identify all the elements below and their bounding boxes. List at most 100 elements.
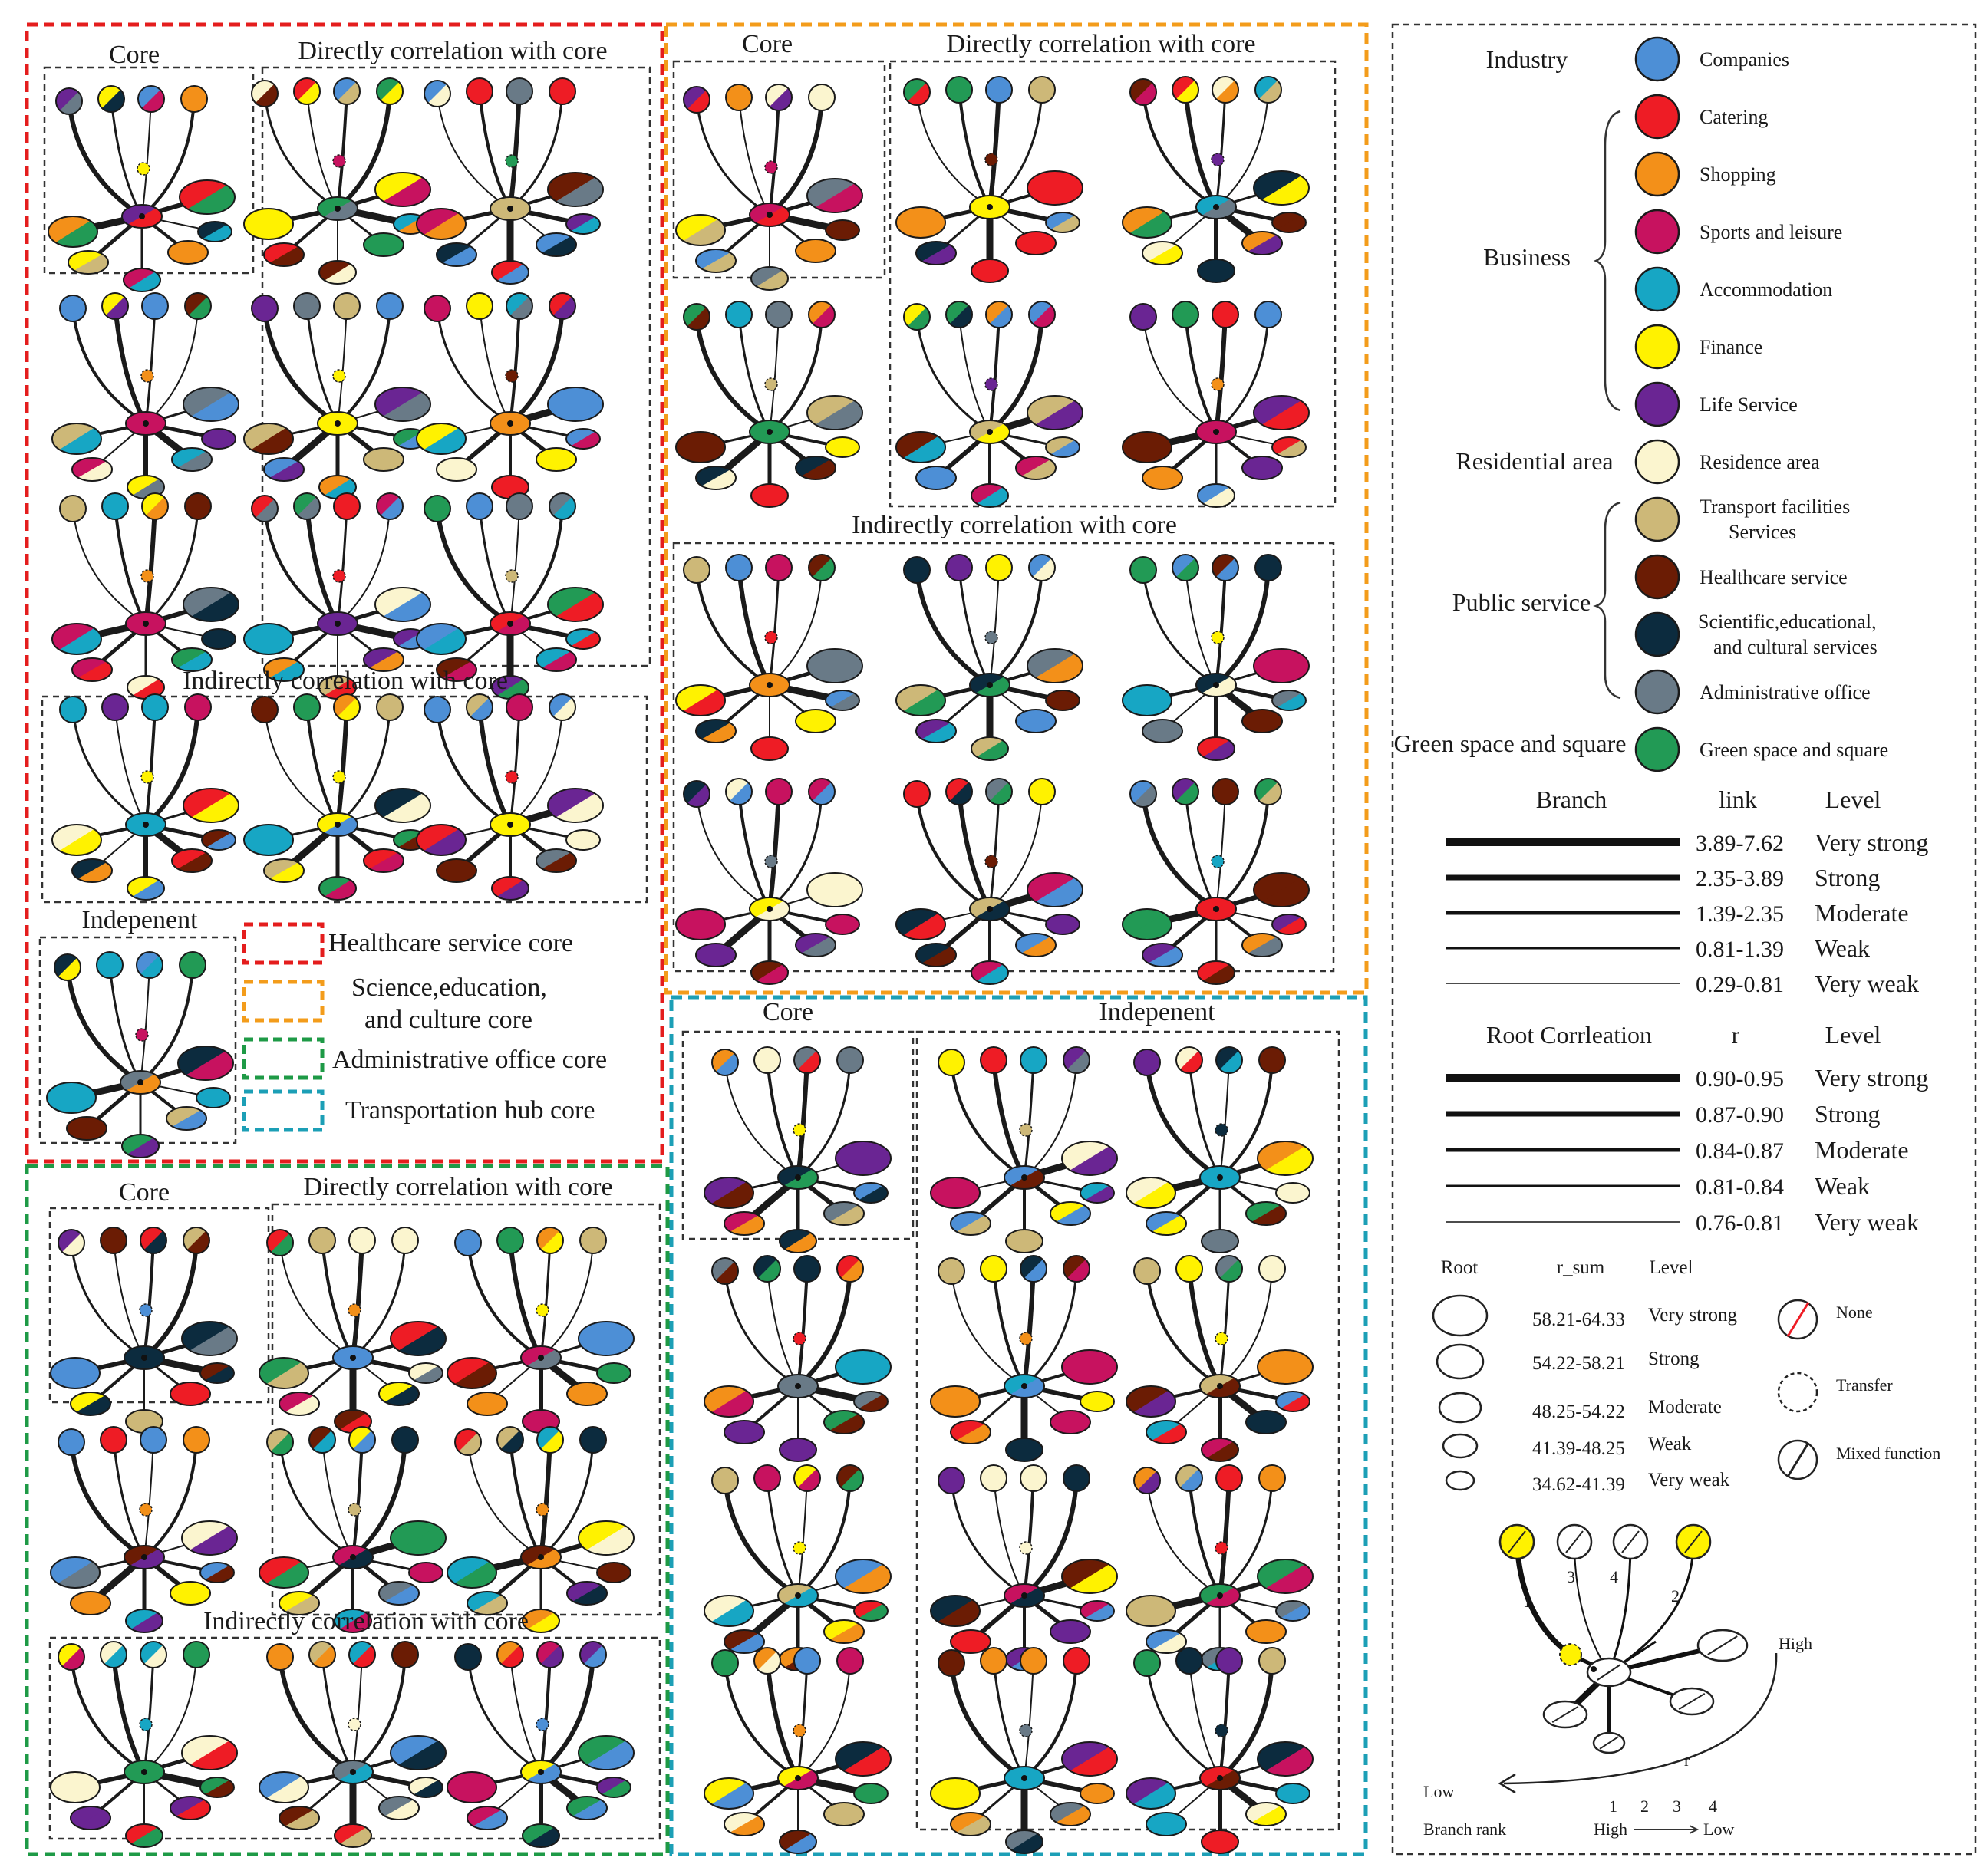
root-node-second-fill	[931, 1386, 980, 1417]
root-node	[467, 1806, 508, 1830]
leaf-node-fill	[142, 293, 168, 319]
root-node	[1275, 1391, 1310, 1412]
leaf-node	[184, 693, 212, 721]
branch-link	[1023, 1477, 1035, 1596]
root-node	[895, 908, 946, 940]
leaf-node-outline	[183, 1227, 210, 1254]
root-node	[835, 1741, 892, 1777]
root-node-outline	[675, 214, 726, 246]
root-node	[1122, 684, 1172, 716]
leaf-node-outline	[1175, 1255, 1203, 1283]
branch-link	[724, 1662, 799, 1780]
root-correlation-level-3: Weak	[1815, 1172, 1870, 1200]
healthcare-group-captions: Core Directly correlation with core Indi…	[81, 37, 607, 934]
root-size-icon-1	[1436, 1343, 1485, 1380]
leaf-node-fill	[766, 301, 792, 328]
leaf-node-outline	[137, 85, 165, 113]
root-node-second-fill	[780, 1830, 816, 1853]
tree-network	[243, 292, 431, 499]
root-node-second-fill	[1246, 1803, 1286, 1826]
category-label-7: Residence area	[1700, 451, 1820, 473]
branch-link	[352, 1654, 363, 1773]
hub-center-icon	[507, 206, 513, 212]
leaf-node-outline	[58, 1428, 85, 1456]
root-node-second-fill	[824, 1411, 864, 1434]
root-node	[1142, 241, 1183, 265]
root-node-outline	[704, 1385, 754, 1418]
leaf-node-fill	[1029, 779, 1055, 805]
branch-link	[509, 305, 565, 426]
hub-node-outline	[777, 1165, 819, 1190]
leaf-node	[140, 1426, 167, 1454]
root-node-outline	[1045, 690, 1080, 711]
leaf-node	[1063, 1255, 1090, 1283]
branch-link	[143, 1439, 198, 1559]
branch-link	[989, 791, 1043, 910]
leaf-node-outline	[58, 1643, 85, 1671]
root-node-outline	[1050, 1410, 1091, 1434]
root-node	[66, 1116, 107, 1141]
root-node	[374, 172, 431, 207]
root-node-second-fill	[951, 1212, 991, 1235]
healthcare-indirect-caption: Indirectly correlation with core	[183, 667, 508, 695]
root-node-outline	[950, 1629, 991, 1654]
leaf-node-fill	[60, 697, 86, 723]
root-node-outline	[181, 1321, 238, 1356]
tree-network	[895, 554, 1083, 761]
root-node	[390, 1321, 447, 1356]
branch-link	[958, 314, 991, 433]
root-node	[199, 1777, 235, 1798]
root-correlation-level-2: Moderate	[1815, 1136, 1909, 1164]
root-node	[547, 387, 604, 422]
leaf-node-outline	[59, 696, 87, 723]
root-node-outline	[950, 1812, 991, 1836]
example-branch-2	[1607, 1541, 1632, 1673]
root-node-outline	[1271, 914, 1307, 935]
root-node-outline	[436, 858, 477, 883]
root-node-outline	[1126, 1385, 1176, 1418]
branch-level-1: Strong	[1815, 864, 1880, 891]
branch-link	[145, 506, 199, 625]
root-node-outline	[1253, 648, 1310, 683]
leaf-node-fill	[726, 301, 752, 328]
branch-link	[1024, 1268, 1078, 1388]
leaf-node	[579, 1641, 607, 1668]
root-node	[181, 1520, 238, 1556]
tree-network	[416, 77, 604, 285]
root-node-outline	[795, 709, 836, 733]
category-legend: Industry Business Residential area Publi…	[1394, 36, 1888, 772]
root-node	[170, 1796, 211, 1820]
branch-link	[435, 508, 512, 626]
root-node-second-fill	[1027, 873, 1083, 907]
root-node-outline	[1045, 212, 1080, 233]
root-node	[334, 1609, 372, 1633]
leaf-node	[466, 492, 493, 520]
leaf-node	[903, 556, 931, 584]
hub-center-icon	[1021, 1775, 1027, 1781]
leaf-node	[496, 1426, 524, 1454]
branch-link	[949, 1662, 1026, 1780]
root-node-fill	[931, 1177, 980, 1208]
branch-link	[737, 567, 772, 687]
leaf-node-fill	[58, 1429, 84, 1455]
root-node	[1146, 1629, 1187, 1654]
root-node	[170, 1382, 211, 1406]
root-node-fill	[1246, 1620, 1286, 1643]
leaf-node-second-fill	[712, 1467, 738, 1494]
leaf-node	[1133, 1257, 1161, 1285]
root-node-outline	[971, 736, 1009, 761]
rank-high-label: High	[1594, 1820, 1627, 1839]
root-node-second-fill	[1272, 437, 1306, 457]
leaf-node	[1172, 554, 1199, 581]
root-node-outline	[127, 876, 165, 901]
root-node-second-fill	[1272, 914, 1306, 934]
root-node	[895, 206, 946, 239]
root-node	[259, 1357, 309, 1389]
root-node	[70, 1806, 111, 1830]
root-node	[467, 1392, 508, 1416]
leaf-node-fill	[1020, 1465, 1047, 1491]
root-node	[183, 587, 239, 622]
root-node	[1253, 170, 1310, 206]
leaf-node-second-fill	[377, 78, 403, 104]
